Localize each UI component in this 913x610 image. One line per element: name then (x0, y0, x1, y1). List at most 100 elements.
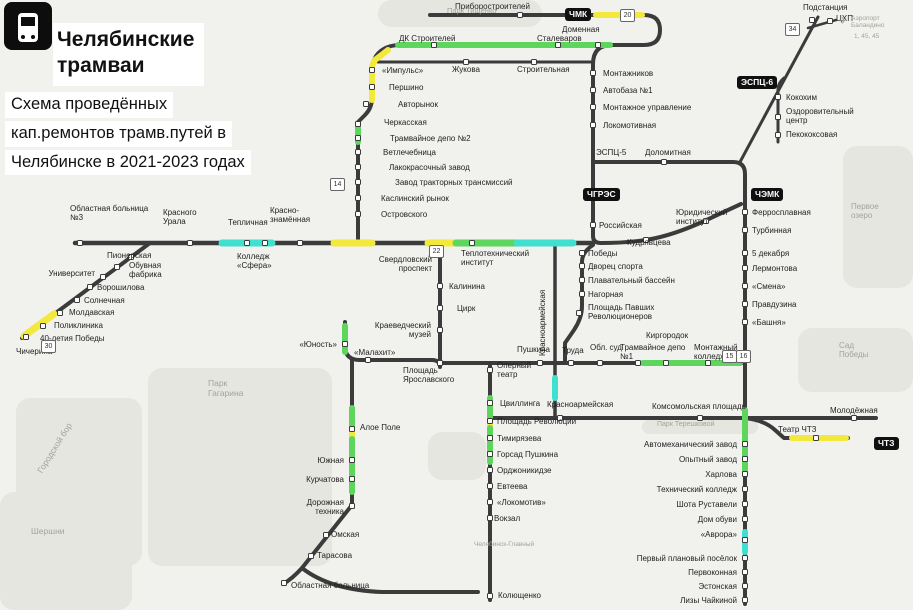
station-label: Курчатова (306, 475, 344, 484)
station-marker (661, 159, 667, 165)
station-marker (697, 415, 703, 421)
station-marker (355, 149, 361, 155)
station-label: Островского (381, 210, 428, 219)
station-marker (342, 341, 348, 347)
station-label: Комсомольская площадь (652, 402, 746, 411)
station-marker (355, 121, 361, 127)
station-label: Тимирязева (497, 434, 542, 443)
station-label: Свердловский проспект (378, 255, 432, 274)
station-label: Пионерская (107, 251, 152, 260)
station-marker (579, 291, 585, 297)
station-marker (487, 435, 493, 441)
terminal-badge: ЧТЗ (874, 437, 899, 450)
station-marker (742, 441, 748, 447)
station-marker (742, 537, 748, 543)
station-label: Теплотехнический институт (461, 249, 530, 268)
station-label: Краеведческий музей (374, 321, 431, 340)
station-label: Пекококсовая (786, 130, 838, 139)
station-marker (576, 310, 582, 316)
station-label: «Башня» (752, 318, 786, 327)
tram-line-path (591, 160, 747, 606)
station-marker (363, 101, 369, 107)
station-marker (308, 553, 314, 559)
station-marker (742, 456, 748, 462)
station-label: Тепличная (228, 218, 268, 227)
station-label: Черкасская (384, 118, 427, 127)
area-label: 1, 45, 45 (854, 33, 880, 40)
station-marker (590, 122, 596, 128)
area-label: Шершни (31, 526, 65, 536)
station-label: Вокзал (494, 514, 521, 523)
station-marker (775, 94, 781, 100)
station-label: ЦХП (836, 14, 854, 23)
station-marker (487, 593, 493, 599)
station-marker (742, 486, 748, 492)
station-marker (531, 59, 537, 65)
station-label: Орджоникидзе (497, 466, 552, 475)
station-marker (487, 418, 493, 424)
station-label: Правдузина (752, 300, 797, 309)
station-label: Эстонская (698, 582, 737, 591)
station-marker (537, 360, 543, 366)
route-number-badge: 14 (330, 178, 345, 191)
station-marker (365, 357, 371, 363)
station-marker (100, 274, 106, 280)
area-label: Городской бор (35, 420, 74, 475)
station-marker (323, 532, 329, 538)
station-label: Завод тракторных трансмиссий (395, 178, 513, 187)
tram-line-path (398, 13, 662, 47)
station-marker (597, 360, 603, 366)
station-marker (742, 471, 748, 477)
station-label: Красноармейская (547, 400, 614, 409)
station-label: Лермонтова (752, 264, 798, 273)
park-area (843, 146, 913, 288)
park-area (0, 492, 132, 610)
station-marker (487, 367, 493, 373)
station-label: Колледж «Сфера» (237, 252, 272, 271)
station-label: «Смена» (752, 282, 786, 291)
station-label: Доменная (562, 25, 600, 34)
station-label: Областная больница (291, 581, 370, 590)
station-label: Победы (588, 249, 618, 258)
station-label: Алое Поле (360, 423, 401, 432)
station-label: Колющенко (498, 591, 541, 600)
page-subtitle: Схема проведённых кап.ремонтов трамв.пут… (5, 92, 251, 178)
station-label: Театр ЧТЗ (778, 425, 817, 434)
station-marker (742, 597, 748, 603)
station-label: Ферросплавная (752, 208, 811, 217)
station-marker (297, 240, 303, 246)
repair-segment-yellow (369, 47, 391, 103)
station-label: ДК Строителей (399, 34, 456, 43)
station-label: Кокохим (786, 93, 818, 102)
station-label: Киргородок (646, 331, 689, 340)
station-label: Першино (389, 83, 424, 92)
station-marker (517, 12, 523, 18)
station-label: Автобаза №1 (603, 86, 653, 95)
station-label: Труда (562, 346, 584, 355)
page-title: Челябинские трамваи (53, 23, 205, 86)
station-marker (369, 67, 375, 73)
station-marker (487, 499, 493, 505)
park-area (428, 432, 486, 480)
station-label: Оздоровительный центр (786, 107, 854, 126)
station-marker (590, 104, 596, 110)
station-label: Сталеваров (537, 34, 582, 43)
route-number-badge: 16 (736, 350, 751, 363)
station-marker (463, 59, 469, 65)
station-label: Трамвайное депо №1 (620, 343, 686, 362)
route-number-badge: 22 (429, 245, 444, 258)
station-label: Омская (331, 530, 360, 539)
station-marker (87, 284, 93, 290)
station-label: Пушкина (517, 345, 551, 354)
station-marker (742, 283, 748, 289)
station-marker (487, 467, 493, 473)
station-marker (579, 277, 585, 283)
station-marker (590, 87, 596, 93)
station-label: Ворошилова (97, 283, 145, 292)
station-label: Подстанция (803, 3, 848, 12)
station-label: «Аврора» (700, 530, 737, 539)
station-label: Красно-знамённая (270, 206, 311, 225)
park-area (642, 420, 758, 434)
area-label: Парк Терешковой (657, 421, 715, 428)
area-label: Парк Тищенко (447, 6, 497, 15)
